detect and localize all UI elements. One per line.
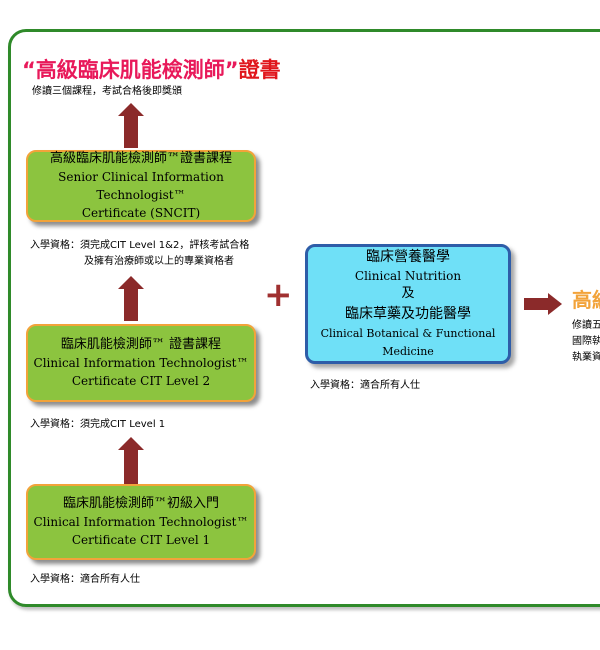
course-level1-zh: 臨床肌能檢測師™初級入門 xyxy=(62,496,219,511)
course-sncit-en1: Senior Clinical Information Technologist… xyxy=(58,170,224,202)
course-box-level1: 臨床肌能檢測師™初級入門 Clinical Information Techno… xyxy=(26,484,256,560)
course-level1-en2: Certificate CIT Level 1 xyxy=(71,533,211,547)
right-panel-line-2: 國際執 xyxy=(572,336,600,347)
course-sncit-en2: Certificate (SNCIT) xyxy=(81,206,201,220)
plus-icon: + xyxy=(264,275,293,315)
nutrition-en-1: Clinical Nutrition xyxy=(354,269,462,283)
title-subtitle: 修讀三個課程，考試合格後即獎頒 xyxy=(32,86,182,97)
arrow-right-icon xyxy=(524,293,564,315)
page-title: “高級臨床肌能檢測師”證書 xyxy=(22,54,281,84)
course-level1-requirement: 入學資格：適合所有人仕 xyxy=(30,574,140,585)
right-panel-title: 高級 xyxy=(572,288,600,312)
course-box-sncit: 高級臨床肌能檢測師™證書課程 Senior Clinical Informati… xyxy=(26,150,256,222)
title-suffix: 證書 xyxy=(238,58,281,82)
diagram-frame xyxy=(8,29,600,607)
course-level2-en1: Clinical Information Technologist™ xyxy=(33,356,249,370)
nutrition-zh-1: 臨床營養醫學 xyxy=(366,249,450,265)
title-quoted: “高級臨床肌能檢測師” xyxy=(22,58,239,82)
course-level1-en1: Clinical Information Technologist™ xyxy=(33,515,249,529)
nutrition-zh-2: 臨床草藥及功能醫學 xyxy=(345,306,471,322)
right-panel-line-3: 執業資 xyxy=(572,352,600,363)
course-sncit-requirement: 入學資格：須完成CIT Level 1&2，評核考試合格 xyxy=(30,240,250,251)
course-level2-zh: 臨床肌能檢測師™ 證書課程 xyxy=(60,337,222,352)
nutrition-en-2: Clinical Botanical & Functional Medicine xyxy=(320,327,496,358)
nutrition-requirement: 入學資格：適合所有人仕 xyxy=(310,380,420,391)
course-sncit-zh: 高級臨床肌能檢測師™證書課程 xyxy=(49,151,232,166)
course-sncit-requirement-2: 及擁有治療師或以上的專業資格者 xyxy=(84,256,234,267)
course-box-level2: 臨床肌能檢測師™ 證書課程 Clinical Information Techn… xyxy=(26,324,256,402)
nutrition-and: 及 xyxy=(401,286,415,301)
course-level2-requirement: 入學資格：須完成CIT Level 1 xyxy=(30,419,166,430)
nutrition-course-box: 臨床營養醫學 Clinical Nutrition 及 臨床草藥及功能醫學 Cl… xyxy=(305,244,511,364)
right-panel-line-1: 修讀五 xyxy=(572,320,600,331)
course-level2-en2: Certificate CIT Level 2 xyxy=(71,374,211,388)
